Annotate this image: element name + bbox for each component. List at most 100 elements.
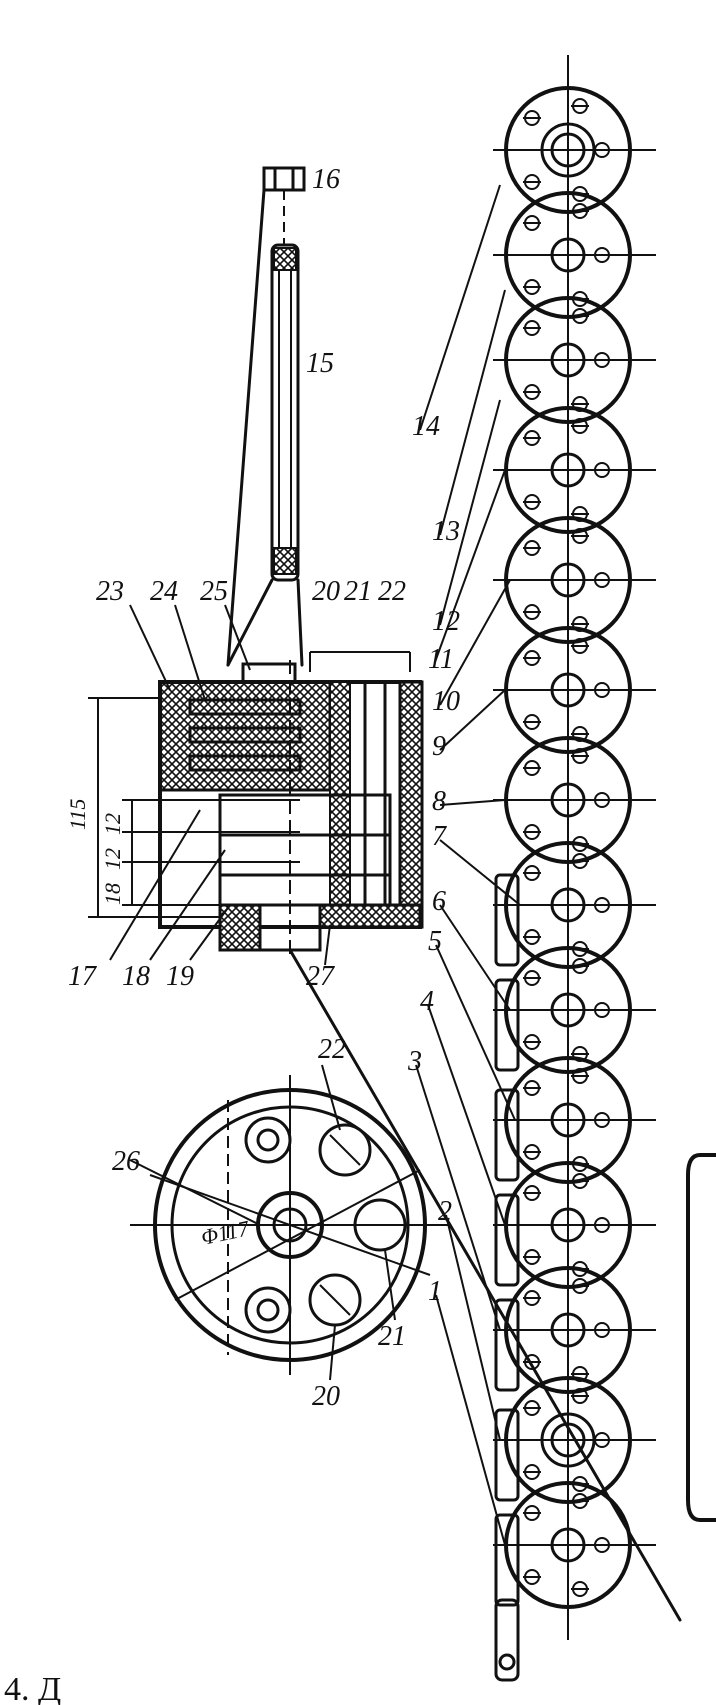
label-4: 4: [420, 986, 434, 1017]
disk-center-hole: [550, 562, 586, 598]
leader-line: [427, 1004, 506, 1226]
leader-line: [439, 904, 511, 1011]
chain-link: [494, 1408, 520, 1502]
chain-link: [494, 1088, 520, 1182]
rod-assembly: [226, 166, 306, 667]
leader-line: [439, 289, 506, 536]
leader-line: [329, 1324, 336, 1381]
hole-21: [353, 1198, 407, 1252]
label-16: 16: [312, 164, 340, 195]
leader-lines: [109, 184, 521, 1546]
leader-line: [439, 579, 511, 706]
bottom-plate-27: [318, 903, 422, 929]
label-27: 27: [306, 961, 335, 992]
leader-line: [109, 809, 201, 961]
leader-line: [384, 1249, 396, 1321]
chain-disk: [493, 1376, 656, 1504]
disk-center-hole: [550, 342, 586, 378]
label-15: 15: [306, 348, 334, 379]
chain-disk: [493, 1481, 656, 1609]
label-17: 17: [68, 961, 97, 992]
dim-18: 18: [100, 883, 125, 905]
label-23: 23: [96, 576, 124, 607]
leader-line: [149, 849, 226, 961]
label-24: 24: [150, 576, 178, 607]
nut-16: [262, 166, 306, 192]
disk-center-hole: [550, 452, 586, 488]
label-12: 12: [432, 606, 460, 637]
chain-link: [494, 1513, 520, 1607]
label-10: 10: [432, 686, 460, 717]
hole-upper-left: [244, 1116, 292, 1164]
label-22-end: 22: [318, 1034, 346, 1065]
upper-hatched-block: [158, 680, 332, 792]
label-6: 6: [432, 886, 446, 917]
leader-line: [439, 399, 501, 626]
chain-disk: [493, 1161, 656, 1289]
disk-center-hole: [550, 237, 586, 273]
label-19: 19: [166, 961, 194, 992]
leader-line: [174, 604, 206, 701]
disk-center-hole: [550, 1102, 586, 1138]
disk-center-hole: [550, 1527, 586, 1563]
label-14: 14: [412, 411, 440, 442]
leader-line: [129, 1159, 261, 1226]
figure-caption: 4. Д: [4, 1671, 61, 1705]
dim-12b: 12: [100, 848, 125, 870]
disk-center-hole: [550, 1207, 586, 1243]
leader-line: [445, 1214, 501, 1441]
dim-12a: 12: [100, 813, 125, 835]
label-13: 13: [432, 516, 460, 547]
pin-column: [363, 680, 387, 907]
disk-center-hole: [550, 992, 586, 1028]
chain-link: [494, 1193, 520, 1287]
right-wall: [398, 680, 424, 929]
chain-link: [494, 1298, 520, 1392]
rod-bottom-knurl: [273, 547, 297, 575]
label-2: 2: [438, 1196, 452, 1227]
dim-115: 115: [65, 799, 90, 830]
label-1: 1: [428, 1276, 442, 1307]
leader-line: [129, 604, 171, 691]
label-22: 22: [378, 576, 406, 607]
main-block: [158, 660, 682, 1622]
chain-disk: [493, 516, 656, 644]
label-26: 26: [112, 1146, 140, 1177]
leader-line: [435, 1294, 506, 1546]
end-view: [130, 1075, 450, 1375]
leader-line: [324, 924, 331, 966]
pin-slot-mid: [188, 726, 302, 744]
leader-line: [435, 944, 516, 1121]
rod-15: [270, 243, 300, 582]
label-21-end: 21: [378, 1321, 406, 1352]
chain-link: [494, 873, 520, 967]
rod-top-knurl: [273, 247, 297, 271]
label-5: 5: [428, 926, 442, 957]
leader-line: [439, 839, 521, 906]
leader-line: [415, 1064, 501, 1331]
chain-disk: [493, 736, 656, 864]
hole-22: [318, 1123, 372, 1177]
pin-slot-lower: [188, 754, 302, 772]
leader-line: [439, 689, 506, 751]
pin-slot-upper: [188, 698, 302, 716]
leader-line: [434, 469, 506, 663]
hole-lower-left: [244, 1286, 292, 1334]
chain-disk: [493, 841, 656, 969]
label-8: 8: [432, 786, 446, 817]
dim-diameter: Φ117: [199, 1215, 252, 1250]
leader-line: [321, 1064, 341, 1131]
disk-center-hole: [550, 782, 586, 818]
chain-end-hook: [494, 1598, 520, 1682]
chain-disk: [493, 626, 656, 754]
chain-disk: [493, 406, 656, 534]
label-7: 7: [432, 821, 447, 852]
label-20: 20: [312, 576, 340, 607]
label-20-end: 20: [312, 1381, 340, 1412]
label-11: 11: [428, 644, 454, 675]
disk-chain: [493, 55, 656, 1682]
side-part: [686, 1153, 716, 1522]
chain-disk: [493, 1266, 656, 1394]
label-25: 25: [200, 576, 228, 607]
leader-line: [189, 904, 231, 961]
